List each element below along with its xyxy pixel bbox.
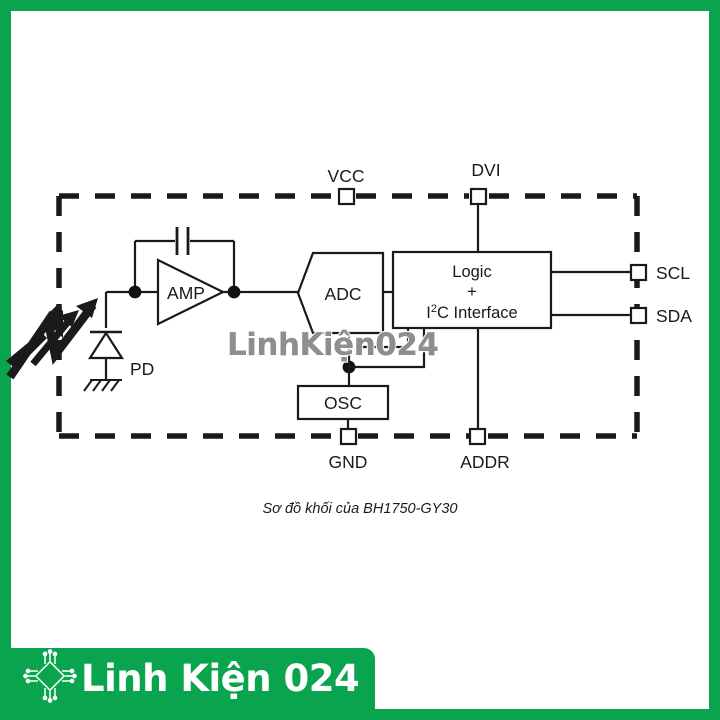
pin-square-vcc xyxy=(337,187,356,206)
label-pin-scl: SCL xyxy=(656,263,690,283)
junction-dot-amp-output xyxy=(227,285,241,299)
amp-triangle xyxy=(156,258,226,326)
osc-block xyxy=(296,384,390,421)
label-i2c-post: C Interface xyxy=(437,304,518,322)
label-amp: AMP xyxy=(167,283,205,303)
label-osc: OSC xyxy=(324,393,362,413)
pin-square-scl xyxy=(629,263,648,282)
label-pin-dvi: DVI xyxy=(471,160,500,180)
logic-block xyxy=(391,250,553,330)
junction-dot-amp-input xyxy=(128,285,142,299)
pd-triangle xyxy=(87,330,125,360)
pin-square-sda xyxy=(629,306,648,325)
chip-icon xyxy=(23,649,77,708)
brand-banner: Linh Kiện 024 xyxy=(11,648,375,709)
label-i2c-pre: I xyxy=(426,304,431,322)
wire-logic-ctrl xyxy=(360,328,410,349)
frame-edge-left xyxy=(0,0,11,720)
frame-edge-bottom xyxy=(0,709,720,720)
label-pd: PD xyxy=(130,359,154,379)
label-logic-line3: I2C Interface xyxy=(426,303,517,322)
light-arrow-secondary xyxy=(30,314,75,367)
label-logic-line1: Logic xyxy=(452,263,491,281)
frame-edge-right xyxy=(709,0,720,720)
pin-square-dvi xyxy=(469,187,488,206)
figure-caption: Sơ đồ khối của BH1750-GY30 xyxy=(262,501,458,517)
frame-edge-top xyxy=(0,0,720,11)
capacitor-icon xyxy=(175,227,190,255)
label-pin-vcc: VCC xyxy=(328,166,365,186)
label-pin-sda: SDA xyxy=(656,306,692,326)
watermark-text: LinhKiện024 xyxy=(227,327,439,363)
ground-symbol xyxy=(83,379,122,392)
light-arrow-head-primary xyxy=(76,298,98,318)
label-pin-gnd: GND xyxy=(329,452,368,472)
pin-square-addr xyxy=(468,427,487,446)
light-arrow-head-secondary xyxy=(58,310,79,327)
label-logic-line2: + xyxy=(467,283,477,301)
label-pin-addr: ADDR xyxy=(460,452,510,472)
brand-name: Linh Kiện 024 xyxy=(81,657,360,700)
wire-osc-to-logic xyxy=(349,328,426,369)
block-diagram-figure: AMP ADC Logic + I2C Interface OSC PD VCC… xyxy=(6,160,692,472)
watermark-outline: LinhKiện024 xyxy=(226,326,440,364)
pin-square-gnd xyxy=(339,427,358,446)
label-adc: ADC xyxy=(325,284,362,304)
label-i2c-sup: 2 xyxy=(431,303,437,315)
